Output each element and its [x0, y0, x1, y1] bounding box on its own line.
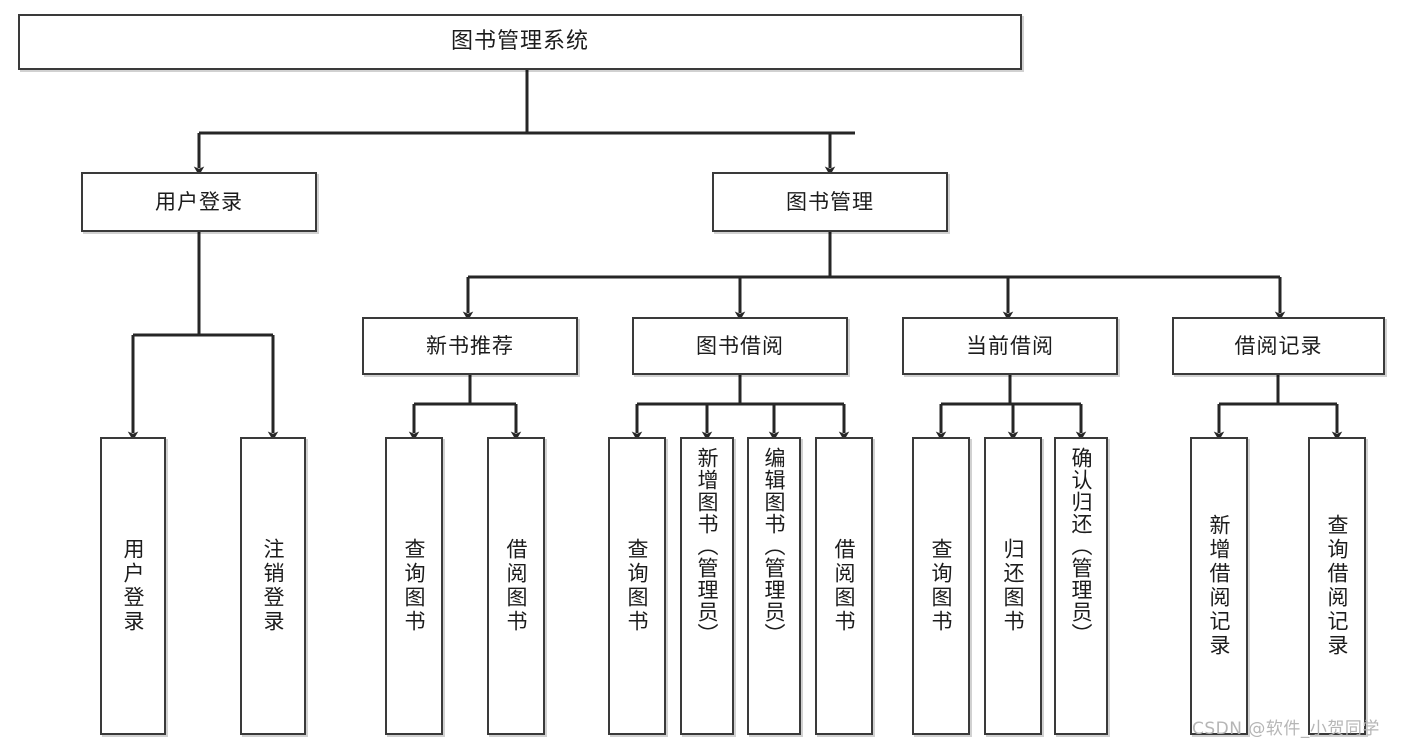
edge-group-user-login: [127, 232, 279, 441]
node-label: 用户登录: [155, 189, 243, 214]
node-label: 注销登录: [261, 538, 286, 634]
node-leaf-query-book-1[interactable]: 查询图书: [385, 437, 443, 735]
node-leaf-user-login[interactable]: 用户登录: [100, 437, 166, 735]
node-label: 借阅记录: [1234, 333, 1323, 358]
node-label: 当前借阅: [966, 333, 1054, 358]
edge-group-new-book-recommend: [408, 375, 522, 441]
node-leaf-query-record[interactable]: 查询借阅记录: [1308, 437, 1366, 735]
node-leaf-borrow-book-1[interactable]: 借阅图书: [487, 437, 545, 735]
csdn-watermark: CSDN @软件_小贺同学: [1192, 719, 1380, 739]
node-label: 图书管理: [786, 189, 874, 214]
node-leaf-add-book[interactable]: 新增图书（管理员）: [680, 437, 734, 735]
node-book-borrow[interactable]: 图书借阅: [632, 317, 848, 375]
edge-group-current-borrow: [935, 375, 1087, 441]
node-current-borrow[interactable]: 当前借阅: [902, 317, 1118, 375]
node-leaf-return-book[interactable]: 归还图书: [984, 437, 1042, 735]
node-leaf-confirm-return[interactable]: 确认归还（管理员）: [1054, 437, 1108, 735]
node-label: 查询图书: [929, 538, 954, 634]
node-leaf-query-book-2[interactable]: 查询图书: [608, 437, 666, 735]
node-label: 图书借阅: [696, 333, 784, 358]
node-label: 查询图书: [625, 538, 650, 634]
node-label: 借阅图书: [504, 538, 529, 634]
node-label: 确认归还（管理员）: [1069, 447, 1094, 645]
edge-group-root: [193, 70, 855, 176]
edge-group-book-borrow: [631, 375, 850, 441]
node-label: 编辑图书（管理员）: [762, 447, 787, 645]
node-label: 归还图书: [1001, 538, 1026, 634]
node-new-book-recommend[interactable]: 新书推荐: [362, 317, 578, 375]
node-book-manage[interactable]: 图书管理: [712, 172, 948, 232]
node-label: 新增借阅记录: [1207, 514, 1232, 658]
node-borrow-record[interactable]: 借阅记录: [1172, 317, 1385, 375]
node-label: 用户登录: [121, 538, 146, 634]
node-label: 查询图书: [402, 538, 427, 634]
node-label: 新书推荐: [426, 333, 514, 358]
node-label: 借阅图书: [832, 538, 857, 634]
node-label: 图书管理系统: [450, 29, 589, 55]
edge-group-borrow-record: [1213, 375, 1343, 441]
edge-group-book-manage: [462, 232, 1286, 321]
node-user-login[interactable]: 用户登录: [81, 172, 317, 232]
node-label: 新增图书（管理员）: [695, 447, 720, 645]
node-leaf-user-logout[interactable]: 注销登录: [240, 437, 306, 735]
node-label: 查询借阅记录: [1325, 514, 1350, 658]
node-leaf-edit-book[interactable]: 编辑图书（管理员）: [747, 437, 801, 735]
node-leaf-borrow-book-2[interactable]: 借阅图书: [815, 437, 873, 735]
node-leaf-query-book-3[interactable]: 查询图书: [912, 437, 970, 735]
node-leaf-add-record[interactable]: 新增借阅记录: [1190, 437, 1248, 735]
node-root-system[interactable]: 图书管理系统: [18, 14, 1022, 70]
